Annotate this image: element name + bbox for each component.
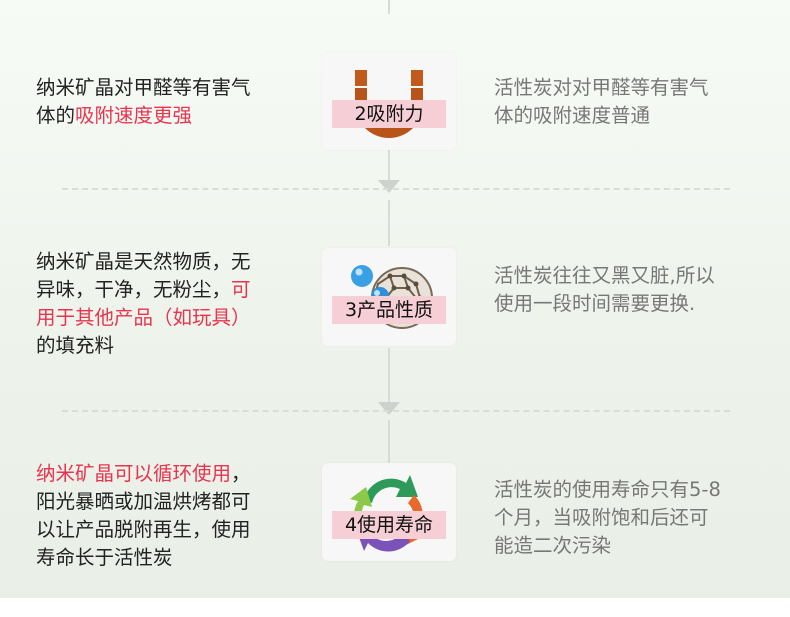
- connector-line-1: [388, 150, 390, 182]
- connector-line-2: [388, 200, 390, 246]
- card-label: 2吸附力: [332, 100, 446, 128]
- connector-line-3: [388, 348, 390, 404]
- property-card: 3产品性质: [322, 248, 456, 346]
- adsorption-card: 2吸附力: [322, 52, 456, 150]
- nano-adsorption-description: 纳米矿晶对甲醛等有害气 体的吸附速度更强: [36, 76, 251, 127]
- connector-line-4: [388, 420, 390, 464]
- card-label: 3产品性质: [332, 296, 446, 324]
- top-connector-line: [388, 0, 390, 14]
- down-arrow-icon: [378, 402, 400, 415]
- lifespan-card: 4使用寿命: [322, 463, 456, 561]
- carbon-property-description: 活性炭往往又黑又脏,所以 使用一段时间需要更换.: [494, 264, 715, 315]
- down-arrow-icon: [378, 180, 400, 193]
- nano-property-description: 纳米矿晶是天然物质，无 异味，干净，无粉尘，可 用于其他产品（如玩具） 的填充料: [36, 250, 251, 357]
- section-divider: [62, 188, 730, 190]
- carbon-adsorption-description: 活性炭对对甲醛等有害气 体的吸附速度普通: [494, 76, 709, 127]
- bottom-strip: [0, 598, 790, 617]
- nano-lifespan-description: 纳米矿晶可以循环使用， 阳光暴晒或加温烘烤都可 以让产品脱附再生，使用 寿命长于…: [36, 462, 251, 569]
- section-divider: [62, 410, 730, 412]
- card-label: 4使用寿命: [332, 511, 446, 539]
- carbon-lifespan-description: 活性炭的使用寿命只有5-8 个月，当吸附饱和后还可 能造二次污染: [494, 478, 721, 557]
